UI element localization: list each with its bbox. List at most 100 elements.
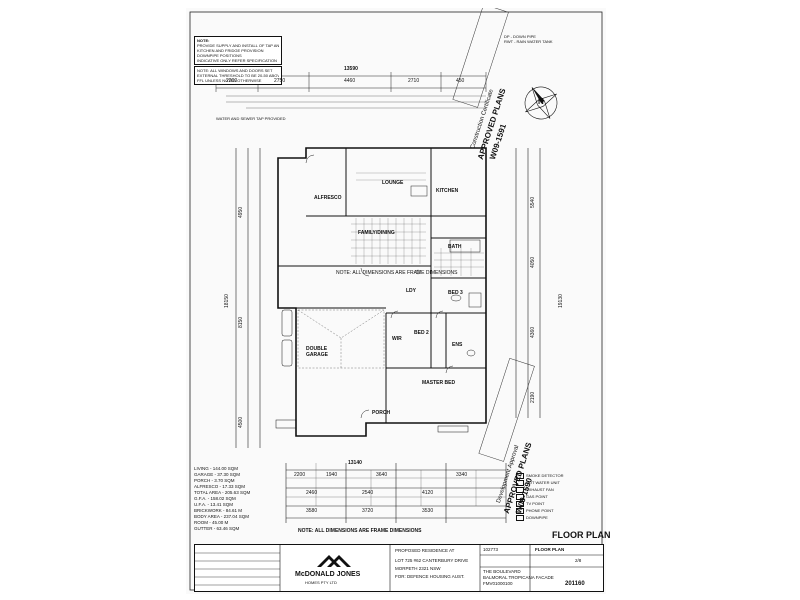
room-label-ens: ENS bbox=[452, 342, 463, 348]
note-line: PROVIDE SUPPLY AND INSTALL OF TAP AND KI… bbox=[197, 43, 279, 48]
bottom-dimension: 1940 bbox=[326, 472, 338, 478]
left-overall-dimension: 18150 bbox=[224, 294, 230, 308]
general-notes: NOTE: PROVIDE SUPPLY AND INSTALL OF TAP … bbox=[194, 36, 282, 65]
project-address-2: MORPETH 2321 NSW bbox=[395, 566, 441, 571]
floor-plan-drawing bbox=[189, 8, 603, 591]
room-label-porch: PORCH bbox=[372, 410, 391, 416]
dimensions-note: NOTE: ALL DIMENSIONS ARE FRAME DIMENSION… bbox=[298, 528, 422, 534]
note-line: KITCHEN AND FRIDGE PROVISION bbox=[197, 48, 264, 53]
room-label-alfresco: ALFRESCO bbox=[314, 195, 342, 201]
room-label-kitchen: KITCHEN bbox=[436, 188, 459, 194]
key-label: PHONE POINT bbox=[526, 508, 554, 513]
area-line: GUTTER - 63.46 SQM bbox=[194, 526, 240, 531]
bottom-dimension: 2540 bbox=[362, 490, 374, 496]
title-block-sheet-title: FLOOR PLAN bbox=[535, 547, 565, 552]
job-number: 102773 bbox=[483, 547, 499, 552]
key-label: EXHAUST FAN bbox=[526, 487, 554, 492]
exhaust-fan-icon bbox=[516, 486, 524, 493]
tv-point-icon bbox=[516, 500, 524, 507]
area-line: ROOM - 45.00 M bbox=[194, 520, 229, 525]
company-logo-icon bbox=[317, 555, 351, 567]
top-dimension: 450 bbox=[456, 78, 465, 84]
note-line: EXTERNAL THRESHOLD TO BE 20-50 ABOVE bbox=[197, 73, 279, 78]
area-line: G.F.A. - 158.02 SQM bbox=[194, 496, 236, 501]
note-line: INDICATIVE ONLY REFER SPECIFICATION bbox=[197, 58, 277, 63]
room-label-ldy: LDY bbox=[406, 288, 416, 294]
area-schedule: LIVING - 144.00 SQM GARAGE - 37.30 SQM P… bbox=[194, 466, 266, 532]
room-label-family: FAMILY/DINING bbox=[358, 230, 395, 236]
phone-point-icon bbox=[516, 507, 524, 514]
room-label-wir: WIR bbox=[392, 336, 402, 342]
key-label: GAS POINT bbox=[526, 494, 548, 499]
right-dimension: 2190 bbox=[530, 391, 536, 403]
reference-code: FMV01000100 bbox=[483, 581, 513, 586]
bottom-dimension: 2460 bbox=[306, 490, 318, 496]
project-label: PROPOSED RESIDENCE AT bbox=[395, 548, 455, 553]
key-item: PHONE POINT bbox=[516, 507, 564, 514]
top-dimension: 2710 bbox=[408, 78, 420, 84]
area-line: PORCH - 3.70 SQM bbox=[194, 478, 235, 483]
key-item: SMOKE DETECTOR bbox=[516, 472, 564, 479]
top-dimension: 2200 bbox=[226, 78, 238, 84]
north-arrow-label: N bbox=[538, 97, 544, 106]
key-label: SMOKE DETECTOR bbox=[526, 473, 564, 478]
right-dimension: 5540 bbox=[530, 196, 536, 208]
area-line: LIVING - 144.00 SQM bbox=[194, 466, 239, 471]
key-item: DOWNPIPE bbox=[516, 514, 564, 521]
note-line: DOWNPIPE POSITIONS bbox=[197, 53, 242, 58]
sheet-number: 2/8 bbox=[575, 558, 582, 563]
title-block: McDONALD JONES HOMES PTY LTD PROPOSED RE… bbox=[194, 544, 604, 592]
downpipe-icon bbox=[516, 514, 524, 521]
downpipe-legend: DP - DOWN PIPE RWT - RAIN WATER TANK bbox=[504, 34, 553, 44]
room-label-master: MASTER BED bbox=[422, 380, 456, 386]
top-overall-dimension: 13590 bbox=[344, 66, 358, 72]
right-dimension: 4360 bbox=[530, 326, 536, 338]
company-subtitle: HOMES PTY LTD bbox=[305, 580, 337, 585]
floor-plan-sheet: NOTE: PROVIDE SUPPLY AND INSTALL OF TAP … bbox=[186, 8, 611, 594]
top-dimension: 4460 bbox=[344, 78, 356, 84]
bottom-dimension: 3640 bbox=[376, 472, 388, 478]
room-label-lounge: LOUNGE bbox=[382, 180, 404, 186]
threshold-notes: NOTE: ALL WINDOWS AND DOORS SET EXTERNAL… bbox=[194, 66, 282, 85]
legend-line: RWT - RAIN WATER TANK bbox=[504, 39, 553, 44]
bottom-dimension: 3530 bbox=[422, 508, 434, 514]
project-client: FOR: DEFENCE HOUSING AUST. bbox=[395, 574, 465, 579]
key-item: TV POINT bbox=[516, 500, 564, 507]
area-line: TOTAL AREA - 205.63 SQM bbox=[194, 490, 251, 495]
facade-name: BALMORAL TROPICANA FACADE bbox=[483, 575, 554, 580]
bottom-overall-dimension: 13140 bbox=[348, 460, 362, 466]
note-line: NOTE: bbox=[197, 38, 210, 43]
left-dimension: 8150 bbox=[238, 316, 244, 328]
sheet-title: FLOOR PLAN bbox=[552, 530, 611, 540]
frame-dimensions-note: NOTE: ALL DIMENSIONS ARE FRAME DIMENSION… bbox=[336, 270, 458, 276]
left-dimension: 4950 bbox=[238, 206, 244, 218]
key-item: EXHAUST FAN bbox=[516, 486, 564, 493]
bottom-dimension: 4120 bbox=[422, 490, 434, 496]
area-line: BODY AREA - 237.04 SQM bbox=[194, 514, 249, 519]
window-note: WATER AND SEWER TAP PROVIDED bbox=[216, 116, 286, 121]
top-dimension: 2750 bbox=[274, 78, 286, 84]
legend-line: DP - DOWN PIPE bbox=[504, 34, 536, 39]
room-label-bed2: BED 2 bbox=[414, 330, 429, 336]
symbol-key: SMOKE DETECTOR HOT WATER UNIT EXHAUST FA… bbox=[516, 472, 564, 521]
area-line: GARAGE - 37.30 SQM bbox=[194, 472, 241, 477]
note-line: FFL UNLESS NOTED OTHERWISE bbox=[197, 78, 262, 83]
bottom-dimension: 3340 bbox=[456, 472, 468, 478]
note-line: NOTE: ALL WINDOWS AND DOORS SET bbox=[197, 68, 273, 73]
project-address-1: LOT 725 #62 CANTERBURY DRIVE bbox=[395, 558, 469, 563]
title-block-grid bbox=[195, 545, 603, 591]
left-dimension: 4500 bbox=[238, 416, 244, 428]
area-line: U.F.A. - 13.41 SQM bbox=[194, 502, 234, 507]
key-label: HOT WATER UNIT bbox=[526, 480, 560, 485]
hot-water-icon bbox=[516, 479, 524, 486]
key-label: DOWNPIPE bbox=[526, 515, 548, 520]
right-dimension: 4050 bbox=[530, 256, 536, 268]
room-label-bed3: BED 3 bbox=[448, 290, 463, 296]
key-label: TV POINT bbox=[526, 501, 545, 506]
area-line: BRICKWORK - 84.61 M bbox=[194, 508, 243, 513]
key-item: HOT WATER UNIT bbox=[516, 479, 564, 486]
bottom-dimension: 3720 bbox=[362, 508, 374, 514]
bottom-dimension: 2200 bbox=[294, 472, 306, 478]
key-item: GAS POINT bbox=[516, 493, 564, 500]
design-name: THE BOULEVARD bbox=[483, 569, 521, 574]
